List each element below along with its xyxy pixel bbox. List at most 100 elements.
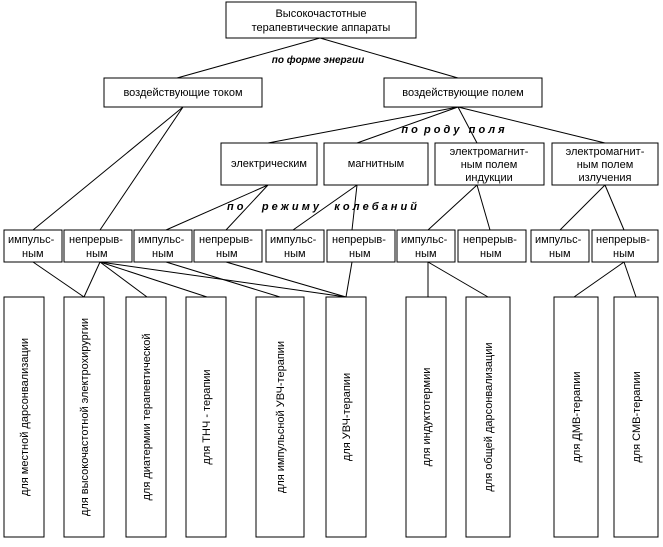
node-electric-label: электрическим (231, 158, 307, 170)
edge-m6-d6 (345, 261, 353, 298)
device-3-label: для диатермии терапевтической (141, 333, 153, 500)
mode-10-line1: непрерыв- (596, 234, 650, 246)
edge-field-magnetic (356, 106, 459, 144)
device-1-label: для местной дарсонвализации (19, 338, 31, 496)
device-8: для общей дарсонвализации (465, 296, 511, 538)
node-radiation-line2: ным полем (577, 159, 634, 171)
mode-7-line1: импульс- (401, 234, 448, 246)
mode-6-line2: ным (349, 248, 371, 260)
device-3: для диатермии терапевтической (125, 296, 167, 538)
device-5-label: для импульсной УВЧ-терапии (275, 341, 287, 493)
device-10-label: для СМВ-терапии (631, 371, 643, 462)
mode-3: импульс- ным (133, 229, 193, 263)
node-magnetic: магнитным (323, 142, 429, 186)
mode-10: непрерыв- ным (591, 229, 659, 263)
mode-5: импульс- ным (265, 229, 325, 263)
mode-2: непрерыв- ным (63, 229, 133, 263)
mode-4-line2: ным (216, 248, 238, 260)
edge-magnetic-cont (351, 184, 358, 231)
edge-m3-d5 (165, 261, 281, 298)
edge-electric-cont (225, 184, 269, 231)
device-9: для ДМВ-терапии (553, 296, 599, 538)
mode-1: импульс- ным (3, 229, 63, 263)
edge-field-induction (457, 106, 478, 144)
edge-current-cont (99, 106, 184, 231)
edge-m10-d10 (623, 261, 637, 298)
node-current: воздействующие током (103, 77, 263, 108)
mode-7-line2: ным (415, 248, 437, 260)
device-9-label: для ДМВ-терапии (571, 372, 583, 463)
device-7-label: для индуктотермии (421, 368, 433, 467)
node-induction-line1: электромагнит- (450, 146, 529, 158)
device-2-label: для высокочастотной электрохирургии (79, 318, 91, 516)
device-2: для высокочастотной электрохирургии (63, 296, 105, 538)
mode-9-line2: ным (549, 248, 571, 260)
device-10: для СМВ-терапии (613, 296, 659, 538)
mode-5-line1: импульс- (270, 234, 317, 246)
edge-current-pulse (32, 106, 184, 231)
mode-3-line2: ным (152, 248, 174, 260)
root-title-line1: Высокочастотные (275, 8, 366, 20)
node-radiation-line3: излучения (578, 172, 631, 184)
mode-8-line1: непрерыв- (463, 234, 517, 246)
connectors (32, 37, 637, 298)
mode-9: импульс- ным (530, 229, 590, 263)
mode-9-line1: импульс- (535, 234, 582, 246)
mode-1-line2: ным (22, 248, 44, 260)
device-4: для ТНЧ - терапии (185, 296, 227, 538)
mode-3-line1: импульс- (138, 234, 185, 246)
mode-6: непрерыв- ным (326, 229, 396, 263)
edge-radiation-cont (604, 184, 625, 231)
mode-6-line1: непрерыв- (332, 234, 386, 246)
node-electric: электрическим (220, 142, 318, 186)
node-magnetic-label: магнитным (348, 158, 405, 170)
mode-8-line2: ным (480, 248, 502, 260)
device-6-label: для УВЧ-терапии (341, 373, 353, 461)
edge-induction-cont (476, 184, 491, 231)
mode-4: непрерыв- ным (193, 229, 263, 263)
device-8-label: для общей дарсонвализации (483, 342, 495, 491)
edge-m2-d4 (99, 261, 208, 298)
edge-m2-d2 (83, 261, 101, 298)
edge-induction-pulse (427, 184, 478, 231)
device-4-label: для ТНЧ - терапии (201, 369, 213, 464)
device-7: для индуктотермии (405, 296, 447, 538)
node-field-label: воздействующие полем (402, 87, 523, 99)
edge-root-current (176, 37, 321, 79)
mode-10-line2: ным (613, 248, 635, 260)
edge-electric-pulse (165, 184, 269, 231)
annotation-energy-form: по форме энергии (272, 54, 364, 66)
edge-m2-d3 (99, 261, 148, 298)
mode-8: непрерыв- ным (457, 229, 527, 263)
mode-2-line1: непрерыв- (69, 234, 123, 246)
device-6: для УВЧ-терапии (325, 296, 367, 538)
edge-magnetic-pulse (292, 184, 358, 231)
node-radiation: электромагнит- ным полем излучения (551, 142, 659, 186)
edge-m10-d9 (573, 261, 625, 298)
device-5: для импульсной УВЧ-терапии (255, 296, 305, 538)
mode-1-line1: импульс- (8, 234, 55, 246)
mode-4-line1: непрерыв- (199, 234, 253, 246)
node-current-label: воздействующие током (123, 87, 242, 99)
edge-m1-d1 (32, 261, 85, 298)
mode-7: импульс- ным (396, 229, 456, 263)
annotation-field-type: п о р о д у п о л я (401, 124, 505, 136)
node-induction-line3: индукции (465, 172, 513, 184)
annotation-oscillation-mode: п о р е ж и м у к о л е б а н и й (227, 201, 417, 213)
edge-field-radiation (457, 106, 606, 144)
node-induction: электромагнит- ным полем индукции (434, 142, 545, 186)
root-node: Высокочастотные терапевтические аппараты (225, 1, 417, 39)
edge-root-field (319, 37, 459, 79)
node-induction-line2: ным полем (461, 159, 518, 171)
device-1: для местной дарсонвализации (3, 296, 45, 538)
node-field: воздействующие полем (383, 77, 543, 108)
root-title-line2: терапевтические аппараты (252, 22, 391, 34)
mode-5-line2: ным (284, 248, 306, 260)
edge-radiation-pulse (559, 184, 606, 231)
edge-m4-d6 (225, 261, 347, 298)
mode-2-line2: ным (86, 248, 108, 260)
node-radiation-line1: электромагнит- (566, 146, 645, 158)
edge-m8-d8 (427, 261, 489, 298)
